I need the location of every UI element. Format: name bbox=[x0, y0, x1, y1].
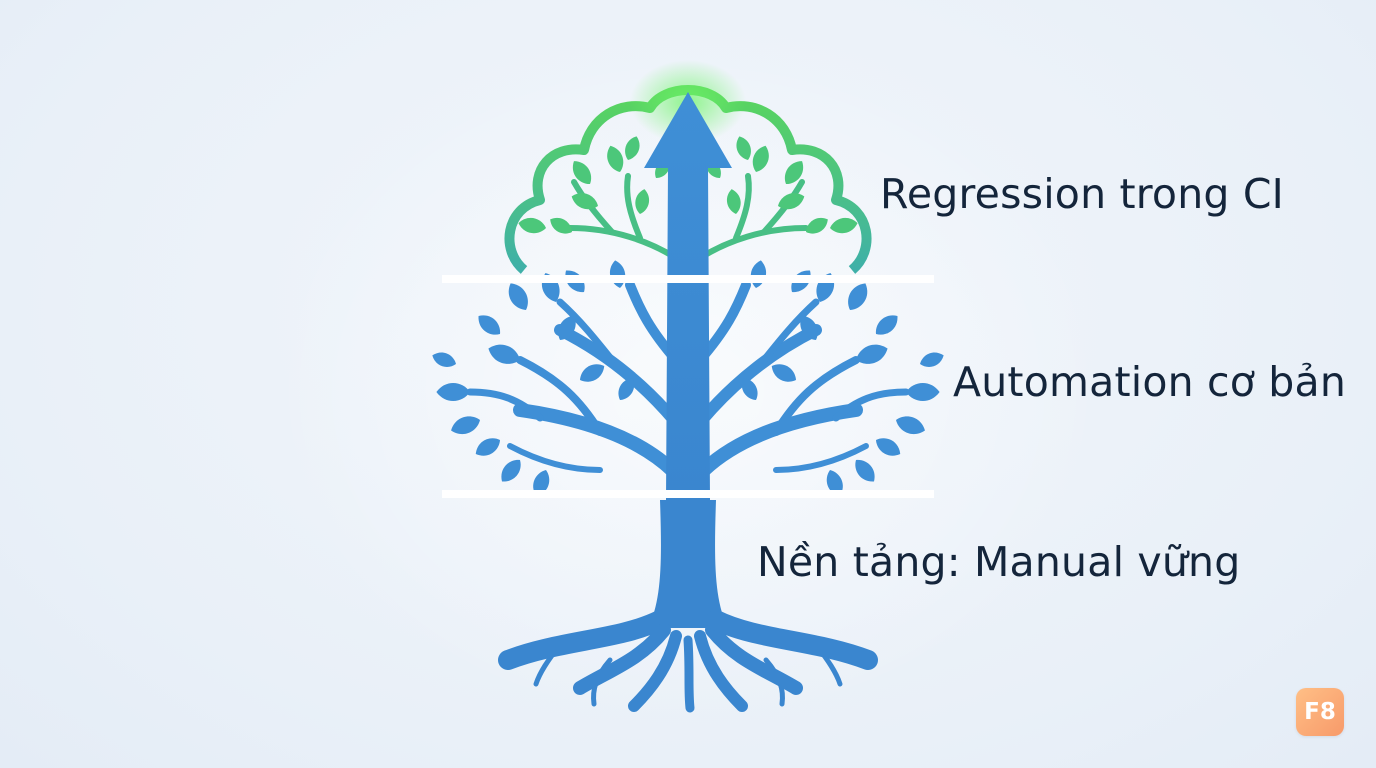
growth-arrow bbox=[630, 60, 746, 500]
divider-top bbox=[442, 275, 934, 283]
label-manual-foundation: Nền tảng: Manual vững bbox=[757, 538, 1241, 586]
trunk bbox=[648, 500, 728, 628]
layer-middle-branches bbox=[430, 259, 946, 499]
label-basic-automation: Automation cơ bản bbox=[953, 358, 1347, 406]
divider-bottom bbox=[442, 490, 934, 498]
label-regression-ci: Regression trong CI bbox=[880, 170, 1284, 218]
layer-bottom-trunk-roots bbox=[498, 500, 878, 713]
f8-logo: F8 bbox=[1296, 688, 1344, 736]
